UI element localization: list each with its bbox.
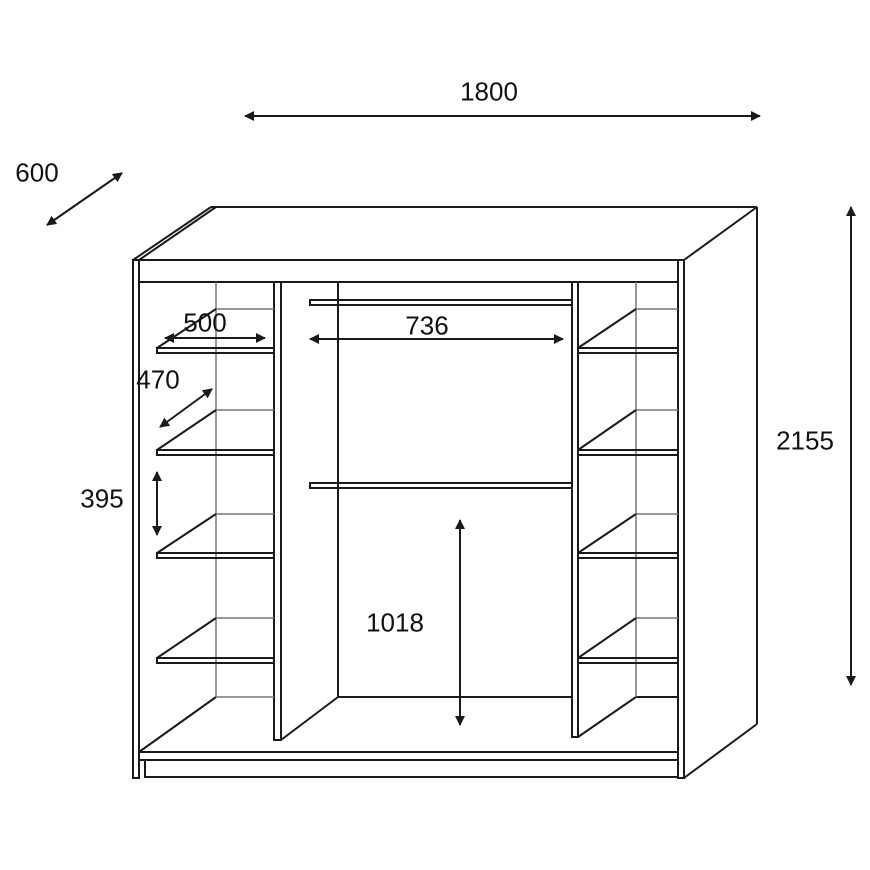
hanging-rail-middle <box>309 482 573 489</box>
shelf-spacing-label: 395 <box>80 483 124 514</box>
hanging-height-label: 1018 <box>366 607 424 638</box>
dividers <box>273 281 678 741</box>
depth-label: 600 <box>15 157 59 188</box>
shelf-width-label: 500 <box>183 307 227 338</box>
carcass <box>132 206 758 779</box>
hanging-width-label: 736 <box>405 310 449 341</box>
left-shelf <box>156 617 275 664</box>
hanging-rail-top <box>309 299 573 306</box>
left-shelf <box>156 513 275 559</box>
back-lines <box>215 282 678 698</box>
height-label: 2155 <box>776 425 834 456</box>
shelf-depth-label: 470 <box>136 364 180 395</box>
width-label: 1800 <box>460 76 518 107</box>
right-shelf <box>577 617 679 664</box>
right-shelf <box>577 409 679 456</box>
right-shelf <box>577 513 679 559</box>
shelf-depth-arrow <box>159 388 213 428</box>
depth-arrow <box>46 172 123 226</box>
right-shelf <box>577 308 679 354</box>
